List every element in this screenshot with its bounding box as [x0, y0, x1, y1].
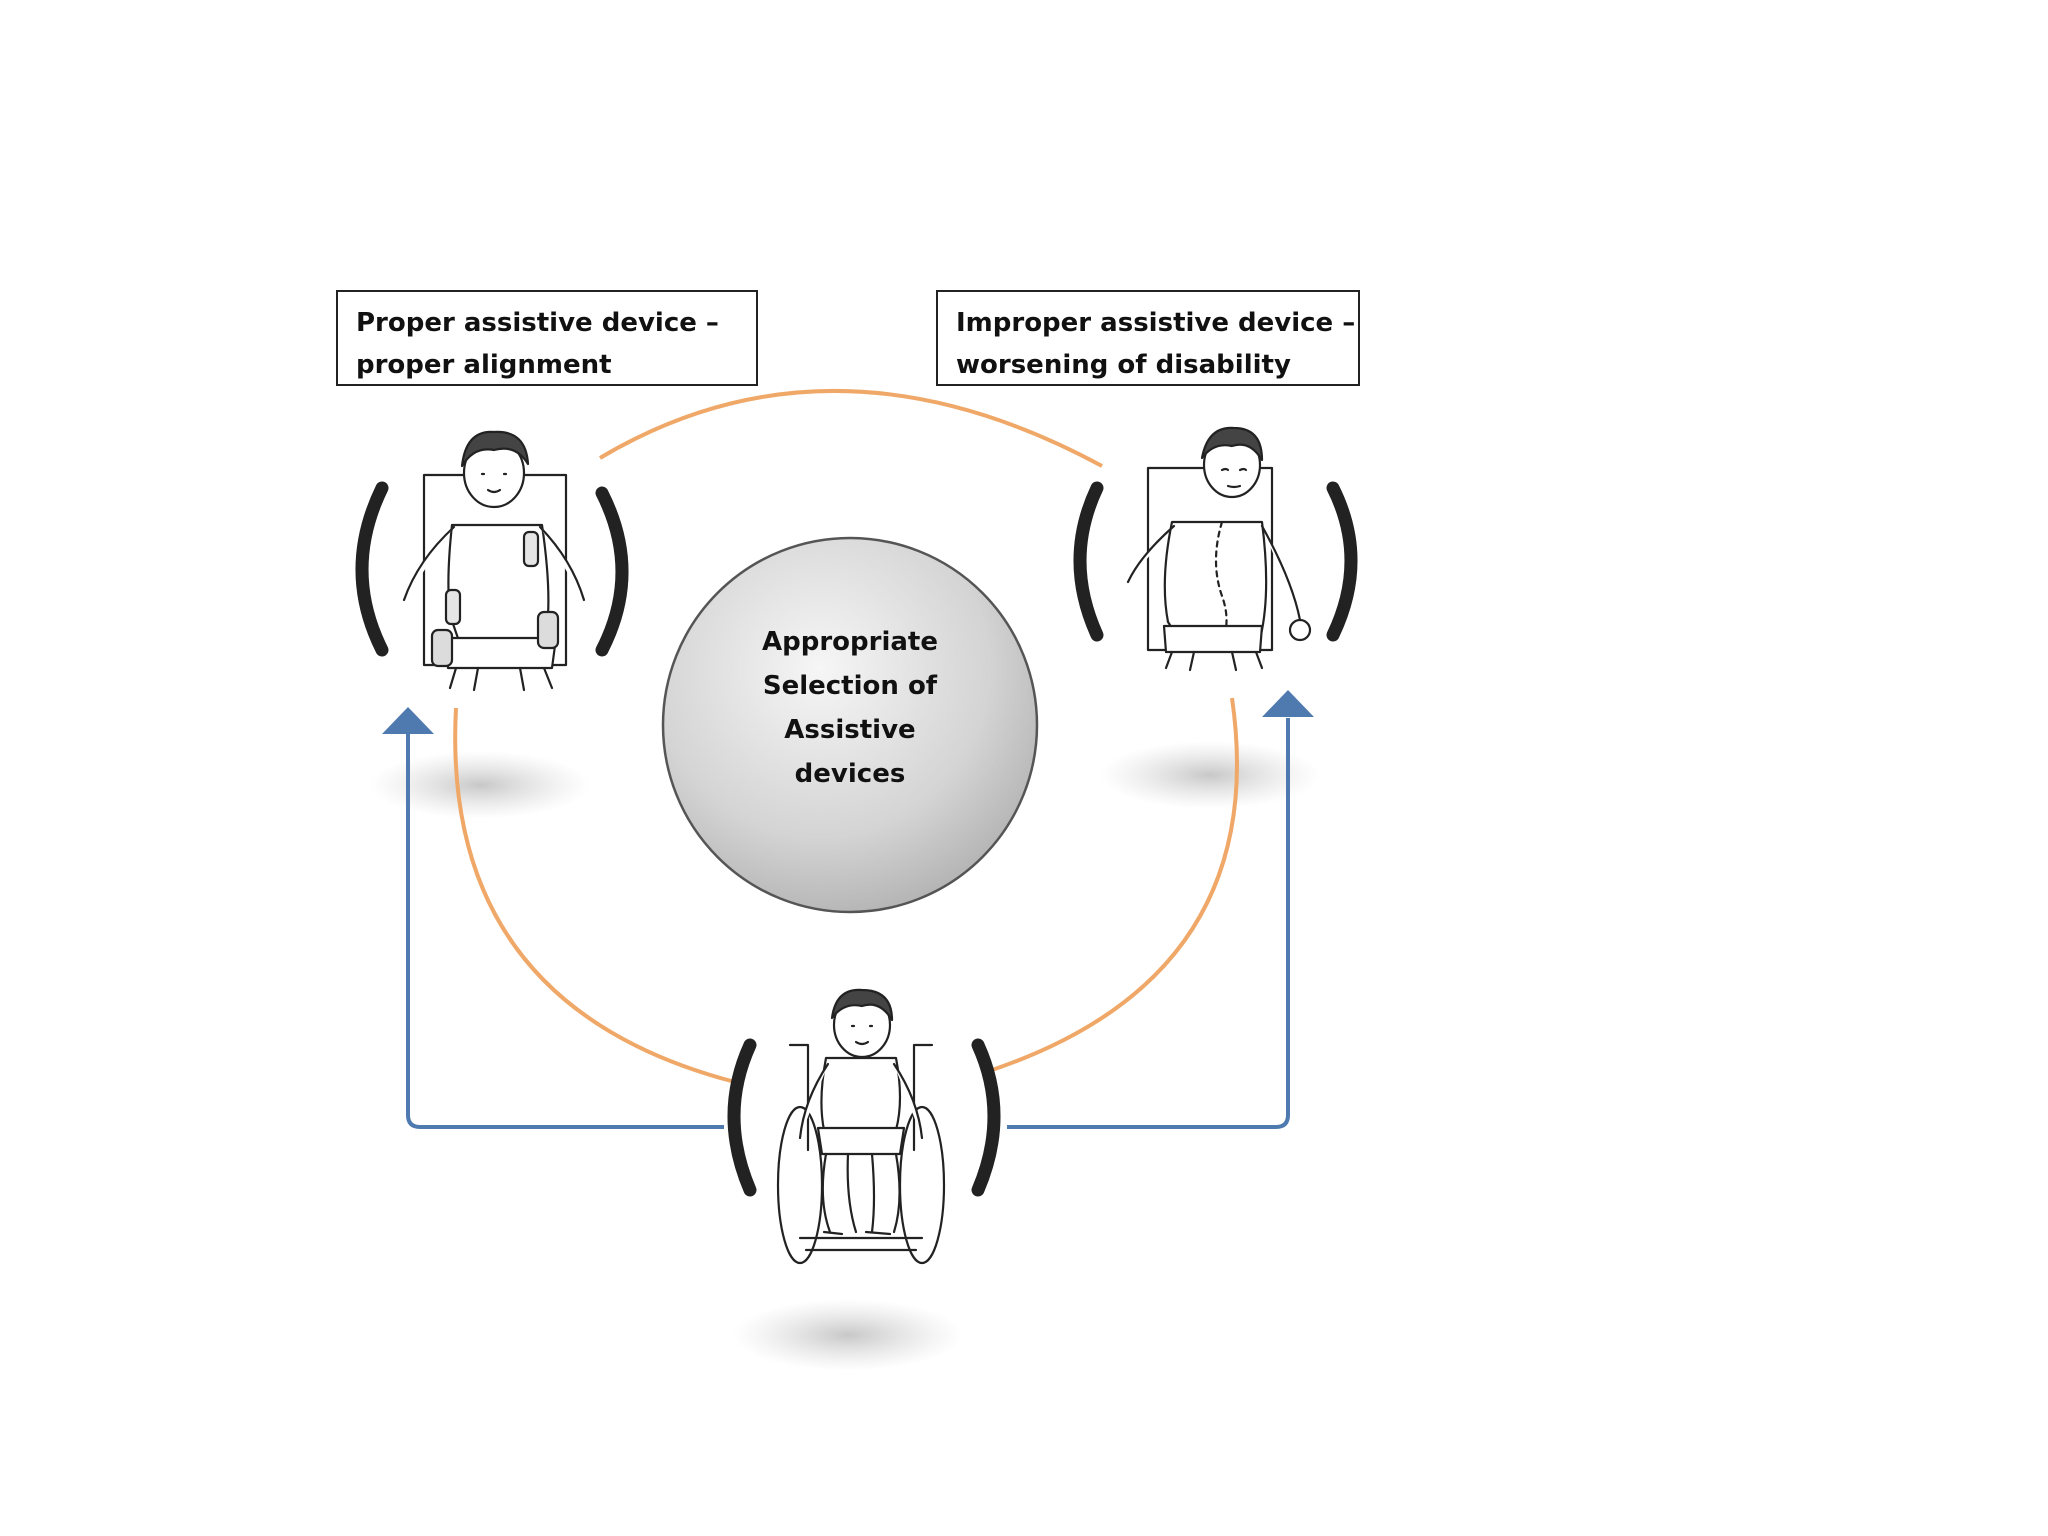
ring-arc-left	[453, 707, 736, 1084]
arrowhead-right-icon	[1262, 690, 1314, 717]
knee-block-right	[536, 610, 560, 650]
proper-device-label-line-1: Proper assistive device –	[356, 308, 719, 338]
arrow-to-left	[406, 725, 724, 1129]
arm-left	[1126, 524, 1176, 584]
arrows	[406, 718, 1290, 1129]
bracket-bottom-open	[727, 1038, 757, 1197]
improper-device-label-box: Improper assistive device – worsening of…	[936, 290, 1360, 386]
arm-left	[402, 525, 456, 602]
center-label-line-3: Assistive	[784, 715, 916, 745]
cycle-ring	[453, 389, 1239, 1084]
pad-left	[444, 588, 462, 626]
bracket-right-open	[1073, 481, 1104, 642]
face	[480, 472, 508, 494]
shorts	[816, 1126, 906, 1156]
legs	[448, 666, 554, 692]
center-label-line-4: devices	[794, 759, 906, 789]
arrow-to-right	[1007, 718, 1290, 1129]
brackets	[355, 481, 1358, 1197]
child-proper-alignment-figure	[402, 430, 586, 692]
improper-device-label-line-1: Improper assistive device –	[956, 308, 1356, 338]
legs	[1164, 650, 1264, 672]
arm-right	[1260, 524, 1302, 622]
center-label-line-1: Appropriate	[762, 627, 938, 657]
child-scoliosis-figure	[1126, 426, 1312, 672]
knee-block-left	[430, 628, 454, 668]
center-circle	[661, 536, 1039, 914]
arm-right	[538, 525, 586, 602]
face	[1220, 467, 1248, 489]
legs	[821, 1152, 901, 1234]
ring-arc-top	[598, 389, 1103, 468]
hair	[1200, 426, 1264, 462]
bottom-figure-shadow	[733, 1299, 963, 1371]
chair-frame	[788, 1043, 934, 1252]
arrowhead-left-icon	[382, 707, 434, 734]
bracket-right-close	[1326, 481, 1358, 642]
hair	[830, 988, 894, 1022]
improper-device-label-line-2: worsening of disability	[956, 350, 1291, 380]
right-figure-shadow	[1100, 741, 1320, 809]
torso	[820, 1056, 902, 1132]
arm-right	[892, 1062, 924, 1140]
hair	[460, 430, 530, 468]
hand-right	[1288, 618, 1312, 642]
bracket-left-open	[355, 481, 389, 657]
arm-left	[798, 1062, 830, 1140]
shorts	[1162, 624, 1264, 654]
proper-device-label-box: Proper assistive device – proper alignme…	[336, 290, 758, 386]
ring-arc-right	[991, 697, 1239, 1072]
pad-right	[522, 530, 540, 568]
feet	[822, 1230, 892, 1236]
child-wheelchair-figure	[776, 988, 946, 1265]
center-label-line-2: Selection of	[762, 671, 938, 701]
face	[850, 1024, 874, 1046]
center-label: Appropriate Selection of Assistive devic…	[664, 620, 1036, 796]
proper-device-label-line-2: proper alignment	[356, 350, 612, 380]
bracket-bottom-close	[971, 1038, 1001, 1197]
bracket-left-close	[595, 486, 629, 657]
left-figure-shadow	[370, 751, 590, 819]
